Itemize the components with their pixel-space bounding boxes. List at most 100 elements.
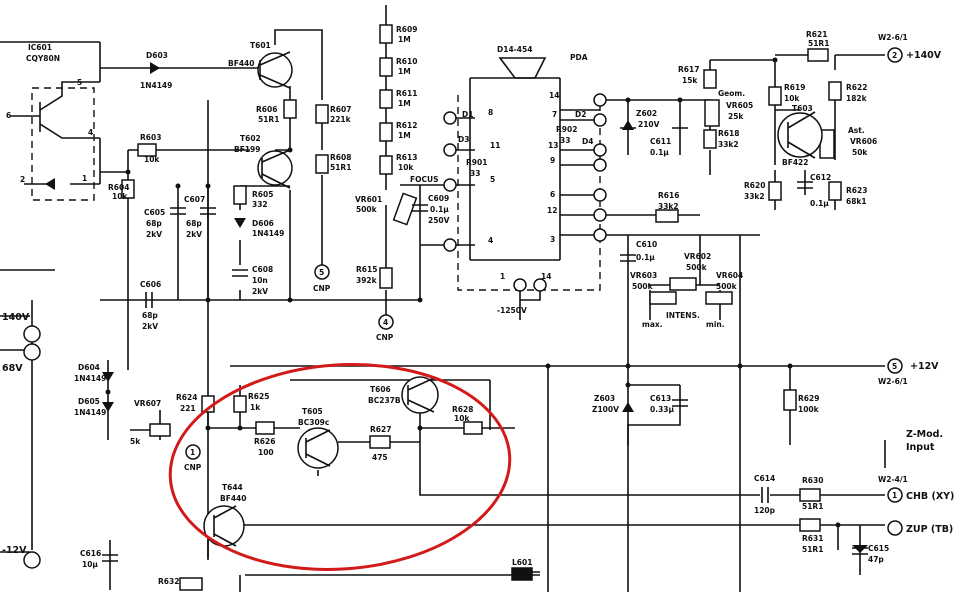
lbl-r902: R902 (556, 125, 577, 134)
lbl-c612-val: 0.1μ (810, 199, 829, 208)
lbl-vr605: VR605 (726, 101, 753, 110)
lbl-r628-val: 10k (454, 414, 470, 423)
lbl-c605-v1: 68p (146, 219, 162, 228)
lbl-c614-val: 120p (754, 506, 776, 515)
transistors (203, 51, 823, 547)
lbl-r616: R616 (658, 191, 679, 200)
lbl-c616-val: 10μ (82, 560, 98, 569)
lbl-r606: R606 (256, 105, 277, 114)
lbl-focus: FOCUS (410, 175, 439, 184)
lbl-ic601: IC601 (28, 43, 52, 52)
lbl-l601: L601 (512, 558, 532, 567)
lbl-r628: R628 (452, 405, 473, 414)
lbl-c608-v1: 10n (252, 276, 268, 285)
lbl-r605: R605 (252, 190, 273, 199)
lbl-pin9: 9 (550, 156, 555, 165)
lbl-r611-val: 1M (398, 99, 411, 108)
lbl-cnp-3: CNP (184, 463, 202, 472)
lbl-r625-val: 1k (250, 403, 261, 412)
lbl-c609: C609 (428, 194, 449, 203)
lbl-r604-val: 10k (112, 192, 128, 201)
lbl-r618-val: 33k2 (718, 140, 739, 149)
lbl-t644: T644 (222, 483, 243, 492)
lbl-r620-val: 33k2 (744, 192, 765, 201)
lbl-ic-pin2: 2 (20, 175, 25, 184)
lbl-r619-val: 10k (784, 94, 800, 103)
lbl-pin13: 13 (548, 141, 558, 150)
lbl-vr606-val: 50k (852, 148, 868, 157)
lbl-vr602-val: 500k (686, 263, 708, 272)
lbl-vr606: VR606 (850, 137, 877, 146)
lbl-r901: R901 (466, 158, 487, 167)
lbl-pin6: 6 (550, 190, 555, 199)
lbl-pin12: 12 (547, 206, 557, 215)
lbl-t1b: 1 (892, 491, 897, 500)
lbl-pin7: 7 (552, 110, 557, 119)
lbl-ic-pin5: 5 (77, 78, 82, 87)
lbl-w2-6-1b: W2-6/1 (878, 377, 908, 386)
lbl-c616: C616 (80, 549, 101, 558)
lbl-ic-pin4: 4 (88, 128, 93, 137)
lbl-r626-val: 100 (258, 448, 274, 457)
lbl-c608-v2: 2kV (252, 287, 268, 296)
lbl-r623: R623 (846, 186, 867, 195)
lbl-r627-val: 475 (372, 453, 388, 462)
lbl-t601-part: BF440 (228, 59, 255, 68)
lbl-vr603-val: 500k (632, 282, 654, 291)
lbl-c614: C614 (754, 474, 775, 483)
lbl-vr601-val: 500k (356, 205, 378, 214)
lbl-pin14: 14 (549, 91, 559, 100)
lbl-r616-val: 33k2 (658, 202, 679, 211)
lbl-pin3: 3 (550, 235, 555, 244)
lbl-r622: R622 (846, 83, 867, 92)
lbl-r632: R632 (158, 577, 179, 586)
lbl-pin14b: 14 (541, 272, 551, 281)
lbl-t602: T602 (240, 134, 261, 143)
lbl-r625: R625 (248, 392, 269, 401)
lbl-chb: CHB (XY) (906, 491, 954, 502)
lbl-t1: 1 (190, 448, 195, 457)
lbl-pin11: 11 (490, 141, 500, 150)
lbl-r612: R612 (396, 121, 417, 130)
lbl-r624: R624 (176, 393, 197, 402)
lbl-c609-v1: 0.1μ (430, 205, 449, 214)
lbl-t644-part: BF440 (220, 494, 247, 503)
lbl-c607: C607 (184, 195, 205, 204)
wires (0, 5, 886, 592)
lbl-ic601-part: CQY80N (26, 54, 60, 63)
lbl-d1: D1 (462, 110, 473, 119)
lbl-r631: R631 (802, 534, 823, 543)
lbl-d604-part: 1N4149 (74, 374, 106, 383)
lbl-d3: D3 (458, 135, 469, 144)
lbl-c606-v1: 68p (142, 311, 158, 320)
lbl-r618: R618 (718, 129, 739, 138)
lbl-c612: C612 (810, 173, 831, 182)
lbl-ast: Ast. (848, 126, 865, 135)
lbl-min: min. (706, 320, 725, 329)
lbl-t602-part: BF199 (234, 145, 261, 154)
lbl-plus68-left: 68V (2, 363, 23, 374)
lbl-r610: R610 (396, 57, 417, 66)
lbl-vr607: VR607 (134, 399, 161, 408)
lbl-r617: R617 (678, 65, 699, 74)
lbl-d606-part: 1N4149 (252, 229, 284, 238)
lbl-t5b: 5 (892, 362, 897, 371)
lbl-c615: C615 (868, 544, 889, 553)
lbl-d4: D4 (582, 137, 593, 146)
lbl-t4: 4 (383, 318, 388, 327)
lbl-r612-val: 1M (398, 131, 411, 140)
lbl-t603: T603 (792, 104, 813, 113)
lbl-r627: R627 (370, 425, 391, 434)
lbl-vr605-val: 25k (728, 112, 744, 121)
lbl-cnp-1: CNP (313, 284, 331, 293)
lbl-r617-val: 15k (682, 76, 698, 85)
lbl-c606-v2: 2kV (142, 322, 158, 331)
lbl-r620: R620 (744, 181, 765, 190)
lbl-t606-part: BC237B (368, 396, 401, 405)
lbl-z602: Z602 (636, 109, 657, 118)
lbl-r615-val: 392k (356, 276, 378, 285)
lbl-r630: R630 (802, 476, 823, 485)
lbl-max: max. (642, 320, 663, 329)
lbl-r604: R604 (108, 183, 129, 192)
lbl-r615: R615 (356, 265, 377, 274)
